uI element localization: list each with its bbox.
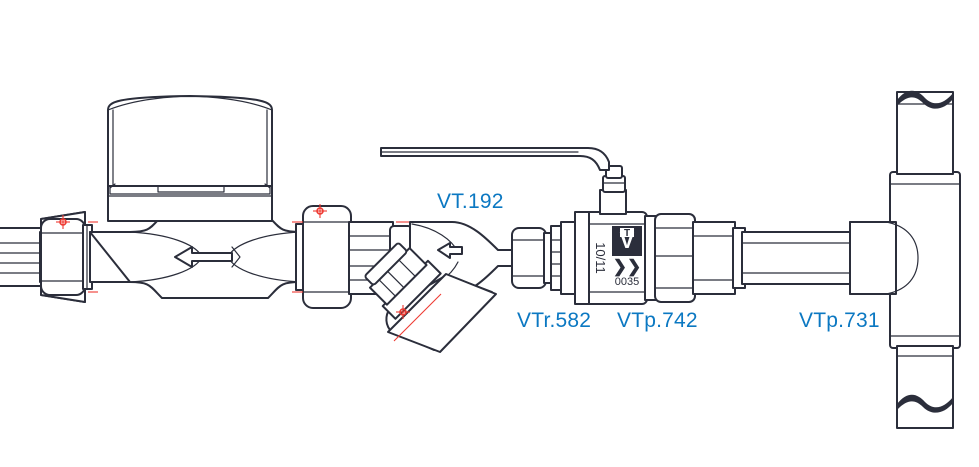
valve-body-marking: 10/11	[593, 242, 608, 274]
straight-pipe	[741, 231, 857, 285]
union-coupling-right	[644, 213, 746, 303]
label-vtr-582: VTr.582	[517, 309, 592, 332]
tee-fitting	[849, 90, 961, 429]
water-meter	[89, 95, 301, 299]
pipe-break-symbol-top	[897, 90, 953, 109]
valve-certification-number: 0035	[615, 276, 639, 288]
flow-arrow-meter	[174, 246, 241, 268]
svg-text:❯❯: ❯❯	[613, 257, 642, 277]
union-coupling-left-of-valve	[511, 221, 578, 295]
svg-text:T: T	[624, 228, 630, 239]
ball-valve: 10/11 V T ❯❯ 0035	[380, 147, 648, 305]
union-nut-left	[40, 211, 98, 303]
centerline-mark	[56, 215, 70, 229]
flow-arrow-strainer	[437, 242, 463, 259]
label-vtp-742: VTp.742	[617, 309, 698, 332]
label-vtp-731: VTp.731	[799, 309, 880, 332]
centerline-mark	[313, 204, 327, 218]
label-vt-192: VT.192	[437, 190, 504, 213]
y-strainer	[364, 221, 517, 353]
manufacturer-logo: V T ❯❯ 0035	[612, 226, 642, 288]
pipe-break-symbol-bottom	[897, 394, 953, 413]
centerline-mark	[396, 305, 410, 319]
